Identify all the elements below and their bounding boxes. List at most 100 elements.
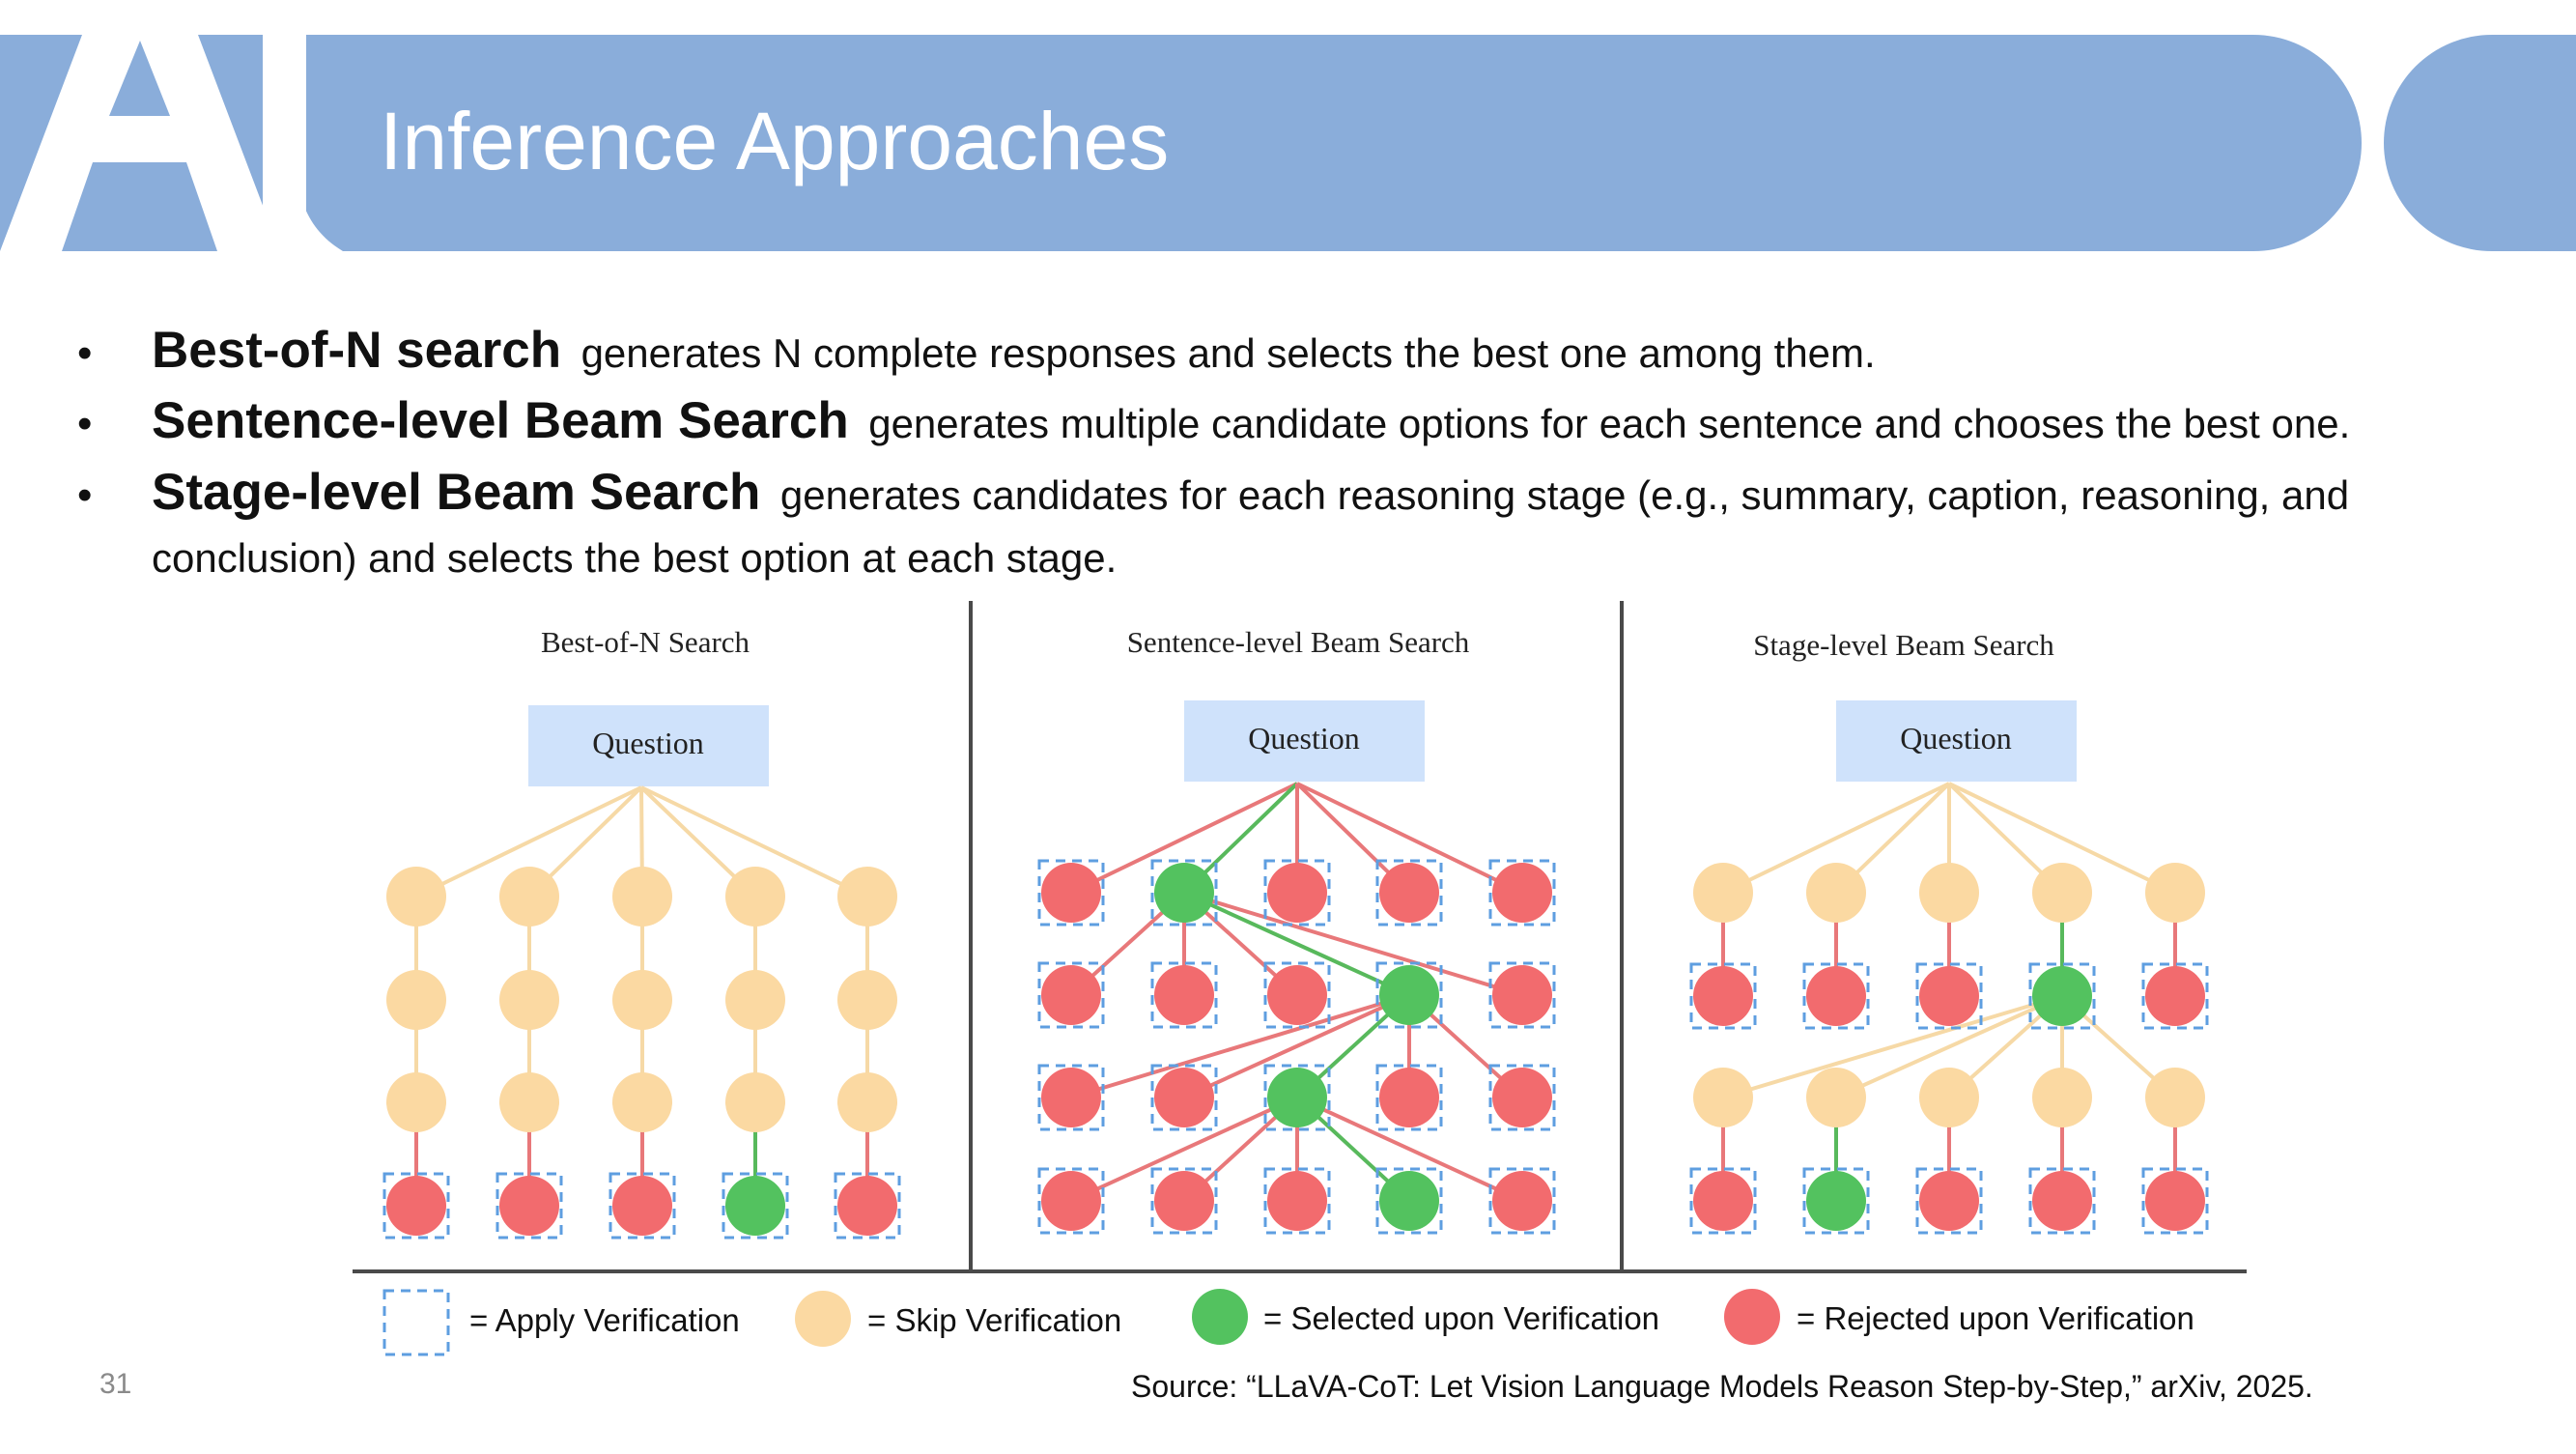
verification-box: [609, 1172, 676, 1240]
skip-node: [2145, 863, 2205, 923]
skip-node: [2032, 1068, 2092, 1127]
verification-box: [1802, 962, 1870, 1030]
rejected-node: [612, 1176, 672, 1236]
bullet-desc: generates candidates for each reasoning …: [780, 472, 2349, 518]
rejected-node: [1154, 1068, 1214, 1127]
verification-box: [1488, 1167, 1556, 1235]
bullet-glyph: •: [77, 329, 92, 377]
bullet-term: Sentence-level Beam Search: [152, 392, 849, 449]
bullet-line: Best-of-N search generates N complete re…: [152, 322, 1876, 379]
skip-node: [837, 970, 897, 1030]
verification-box: [1375, 1064, 1443, 1131]
legend-dashed-box-icon: [382, 1289, 450, 1356]
skip-node: [837, 1072, 897, 1132]
edge-line: [1296, 1096, 1523, 1203]
verification-box: [1375, 859, 1443, 927]
rejected-node: [1267, 863, 1327, 923]
verification-box: [1375, 1167, 1443, 1235]
question-box: [1184, 700, 1425, 782]
bullet-desc-continued: conclusion) and selects the best option …: [152, 535, 1117, 581]
verification-box: [1689, 962, 1757, 1030]
skip-node: [386, 867, 446, 927]
legend-skip-node-icon: [795, 1291, 851, 1347]
rejected-node: [1041, 1068, 1101, 1127]
legend-label-skip-verification: = Skip Verification: [867, 1302, 1121, 1338]
verification-boxes: [382, 859, 2209, 1240]
verification-box: [722, 1172, 789, 1240]
rejected-node: [1806, 966, 1866, 1026]
selected-node: [1154, 863, 1214, 923]
edge-line: [1070, 1096, 1298, 1203]
rejected-node: [1041, 965, 1101, 1025]
selected-node: [1806, 1171, 1866, 1231]
skip-node: [1806, 1068, 1866, 1127]
question-label: Question: [592, 726, 704, 760]
panel-title-stage-level: Stage-level Beam Search: [1753, 628, 2054, 662]
rejected-node: [1919, 1171, 1979, 1231]
skip-node: [1693, 1068, 1753, 1127]
rejected-node: [2145, 966, 2205, 1026]
bullet-item-stage-level: • Stage-level Beam Search generates cand…: [77, 464, 2349, 581]
verification-box: [1488, 961, 1556, 1029]
verification-box: [834, 1172, 901, 1240]
bullet-item-best-of-n: • Best-of-N search generates N complete …: [77, 322, 1876, 379]
skip-node: [1806, 863, 1866, 923]
skip-node: [837, 867, 897, 927]
edge-line: [1183, 891, 1410, 997]
edge-line: [1070, 782, 1298, 895]
rejected-node: [499, 1176, 559, 1236]
edge-line: [1948, 782, 2176, 895]
rejected-node: [1154, 965, 1214, 1025]
question-label: Question: [1248, 721, 1360, 756]
edge-line: [1070, 993, 1410, 1099]
selected-node: [2032, 966, 2092, 1026]
verification-box: [1689, 1167, 1757, 1235]
selected-node: [1267, 1068, 1327, 1127]
selected-node: [1379, 965, 1439, 1025]
skip-node: [1919, 863, 1979, 923]
rejected-node: [1492, 863, 1552, 923]
verification-box: [1037, 859, 1105, 927]
skip-node: [499, 970, 559, 1030]
verification-box: [2028, 1167, 2096, 1235]
verification-box: [1037, 1064, 1105, 1131]
verification-box: [1150, 961, 1218, 1029]
page-title: Inference Approaches: [380, 96, 1169, 186]
legend-label-rejected: = Rejected upon Verification: [1797, 1300, 2194, 1336]
verification-box: [1488, 1064, 1556, 1131]
legend-rejected-node-icon: [1724, 1289, 1780, 1345]
edge-line: [1183, 891, 1523, 997]
bullet-line: Sentence-level Beam Search generates mul…: [152, 392, 2350, 449]
skip-node: [386, 1072, 446, 1132]
verification-box: [382, 1172, 450, 1240]
rejected-node: [1492, 965, 1552, 1025]
verification-box: [1915, 962, 1983, 1030]
edge-line: [1835, 994, 2063, 1099]
legend-selected-node-icon: [1192, 1289, 1248, 1345]
edge-line: [640, 785, 868, 898]
verification-box: [2141, 962, 2209, 1030]
bullet-term: Stage-level Beam Search: [152, 464, 760, 521]
skip-node: [386, 970, 446, 1030]
panel-title-sentence-level: Sentence-level Beam Search: [1127, 625, 1470, 659]
ai-logo-icon: AI: [0, 35, 343, 251]
verification-box: [1263, 961, 1331, 1029]
edge-line: [1296, 782, 1523, 895]
question-box: [528, 705, 769, 786]
header-band: [0, 35, 2362, 251]
bullet-desc: generates multiple candidate options for…: [868, 401, 2350, 446]
rejected-node: [1154, 1171, 1214, 1231]
rejected-node: [1492, 1068, 1552, 1127]
rejected-node: [1379, 1068, 1439, 1127]
rejected-node: [386, 1176, 446, 1236]
skip-node: [725, 1072, 785, 1132]
selected-node: [1379, 1171, 1439, 1231]
edge-line: [1722, 782, 1950, 895]
rejected-node: [1919, 966, 1979, 1026]
rejected-node: [1267, 965, 1327, 1025]
bullet-list: • Best-of-N search generates N complete …: [77, 322, 2350, 581]
selected-node: [725, 1176, 785, 1236]
rejected-node: [2032, 1171, 2092, 1231]
